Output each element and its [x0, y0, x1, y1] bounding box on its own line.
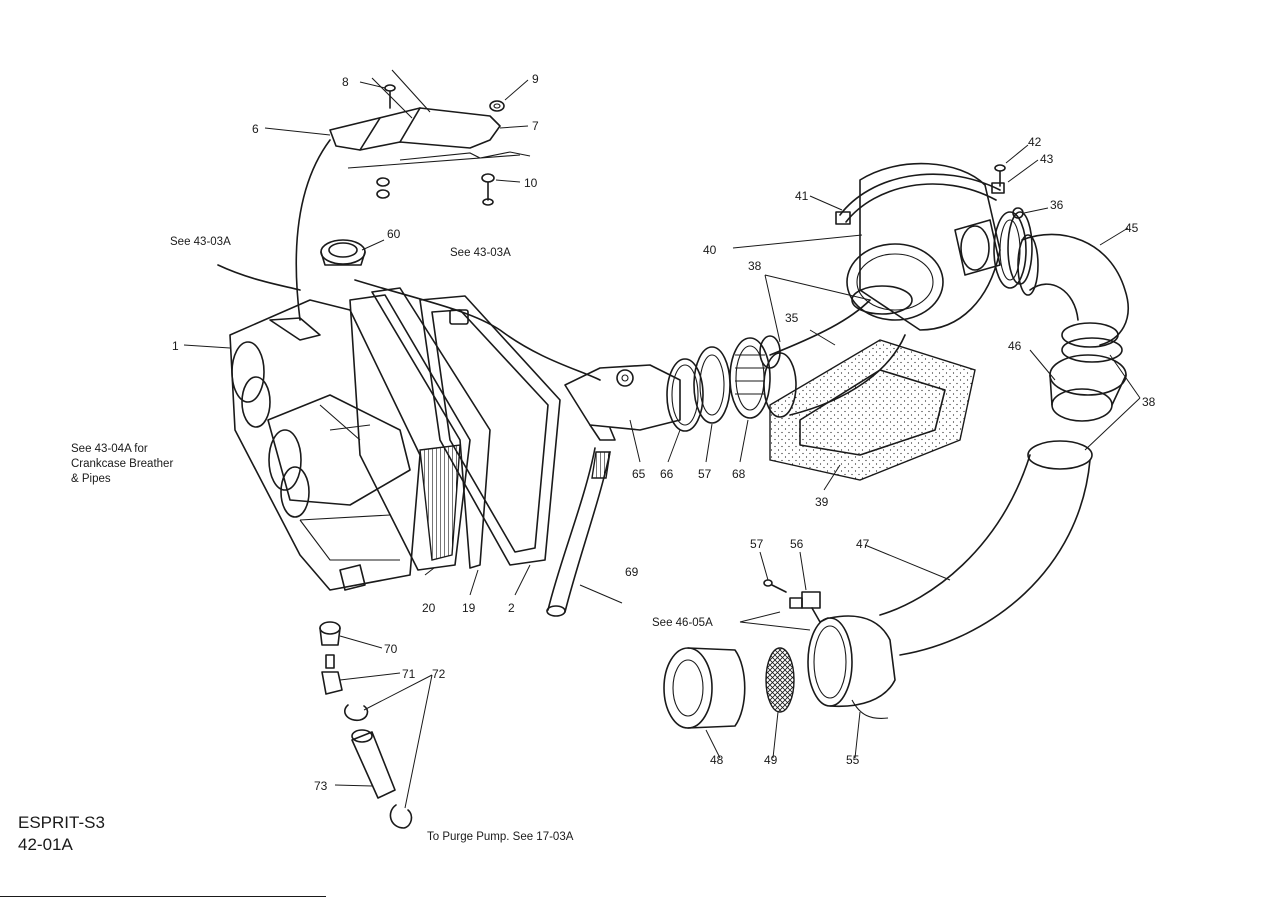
label-part-60: 60 — [387, 227, 401, 241]
label-part-41: 41 — [795, 189, 809, 203]
clip-68 — [729, 337, 771, 419]
label-part-42: 42 — [1028, 135, 1042, 149]
part-number-labels: 1 6 8 9 7 10 60 20 19 2 69 65 66 57 68 3… — [172, 72, 1156, 793]
breather-hose-mid — [354, 279, 601, 381]
sensor-56 — [789, 591, 829, 623]
label-part-55: 55 — [846, 753, 860, 767]
filter-element — [349, 287, 491, 571]
note-see-43-04a-line3: & Pipes — [71, 473, 111, 485]
label-part-2: 2 — [508, 601, 515, 615]
label-part-8: 8 — [342, 75, 349, 89]
strap-41 — [835, 173, 1001, 225]
drain-hose-69 — [546, 447, 611, 617]
label-part-71: 71 — [402, 667, 416, 681]
label-part-39: 39 — [815, 495, 829, 509]
filter-frame — [419, 295, 561, 566]
breather-hose-left — [217, 264, 301, 291]
breather-cap-60 — [320, 239, 366, 266]
washers-10 — [376, 173, 495, 206]
leader-lines — [183, 79, 1141, 809]
label-part-20: 20 — [422, 601, 436, 615]
air-box-housing — [229, 299, 421, 591]
label-part-40: 40 — [703, 243, 717, 257]
drawing-title-sheet: 42-01A — [18, 835, 73, 854]
label-part-65: 65 — [632, 467, 646, 481]
hose-46 — [1049, 337, 1127, 422]
label-part-70: 70 — [384, 642, 398, 656]
label-part-57: 57 — [698, 467, 712, 481]
label-part-49: 49 — [764, 753, 778, 767]
label-part-9: 9 — [532, 72, 539, 86]
clips-72 — [344, 704, 413, 829]
drawing-title: ESPRIT-S3 42-01A — [18, 812, 105, 856]
label-part-38-upper: 38 — [748, 259, 762, 273]
note-see-43-04a-line1: See 43-04A for — [71, 443, 148, 455]
ring-66 — [666, 358, 704, 432]
adaptor-48 — [663, 647, 746, 729]
label-part-47: 47 — [856, 537, 870, 551]
label-part-68: 68 — [732, 467, 746, 481]
elbow-hose-45 — [1017, 233, 1129, 348]
cross-reference-notes: See 43-03A See 43-03A See 43-04A for Cra… — [71, 236, 713, 843]
long-hose-47 — [879, 440, 1093, 656]
label-part-57-small: 57 — [750, 537, 764, 551]
valve-70 — [319, 621, 341, 646]
union-71 — [321, 654, 343, 695]
label-part-72: 72 — [432, 667, 446, 681]
note-see-43-04a-line2: Crankcase Breather — [71, 458, 173, 470]
footer-rule — [0, 896, 326, 897]
note-see-46-05a: See 46-05A — [652, 617, 713, 629]
label-part-69: 69 — [625, 565, 639, 579]
foam-pad-39 — [769, 339, 976, 481]
label-part-73: 73 — [314, 779, 328, 793]
inlet-trumpet-55 — [807, 615, 896, 719]
label-part-1: 1 — [172, 339, 179, 353]
label-part-66: 66 — [660, 467, 674, 481]
drawing-title-model: ESPRIT-S3 — [18, 813, 105, 832]
mounting-bracket — [329, 69, 531, 169]
adaptor-65 — [564, 364, 681, 441]
label-part-43: 43 — [1040, 152, 1054, 166]
screw-57 — [763, 579, 787, 593]
label-part-35: 35 — [785, 311, 799, 325]
tube-73 — [351, 729, 396, 799]
label-part-38-lower: 38 — [1142, 395, 1156, 409]
gauze-49 — [765, 647, 795, 713]
air-cleaner-housing-40 — [846, 162, 1001, 331]
clip-43 — [991, 182, 1005, 194]
label-part-6: 6 — [252, 122, 259, 136]
label-part-46: 46 — [1008, 339, 1022, 353]
note-see-43-03a-left: See 43-03A — [170, 236, 231, 248]
label-part-19: 19 — [462, 601, 476, 615]
label-part-36: 36 — [1050, 198, 1064, 212]
nut-9 — [489, 100, 505, 112]
breather-hose-upper — [295, 139, 331, 321]
label-part-56: 56 — [790, 537, 804, 551]
note-purge-pump: To Purge Pump. See 17-03A — [427, 831, 574, 843]
label-part-10: 10 — [524, 176, 538, 190]
hose-57 — [693, 346, 731, 424]
label-part-45: 45 — [1125, 221, 1139, 235]
label-part-48: 48 — [710, 753, 724, 767]
bolt-8 — [384, 84, 396, 109]
label-part-7: 7 — [532, 119, 539, 133]
note-see-43-03a-mid: See 43-03A — [450, 247, 511, 259]
